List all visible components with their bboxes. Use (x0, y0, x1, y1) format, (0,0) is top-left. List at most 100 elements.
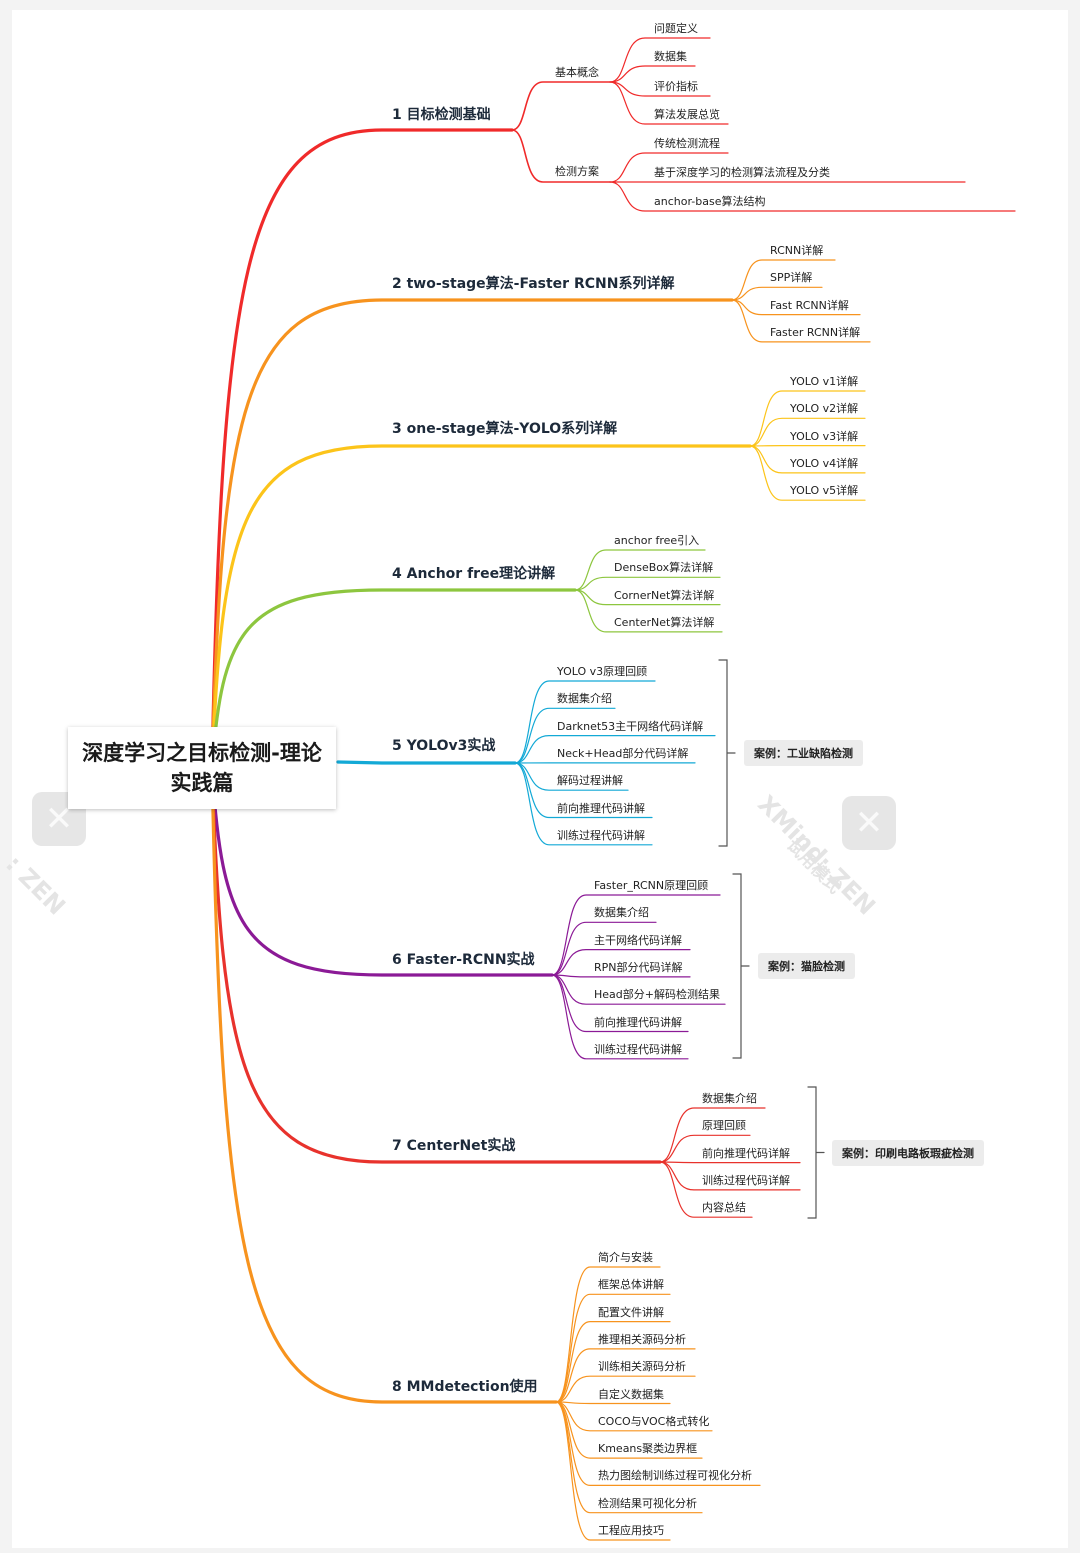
leaf-topic[interactable]: Darknet53主干网络代码详解 (557, 719, 704, 733)
leaf-connector (659, 1161, 753, 1218)
case-bracket (807, 1086, 825, 1219)
leaf-topic[interactable]: RPN部分代码详解 (594, 960, 683, 974)
leaf-topic[interactable]: YOLO v3原理回顾 (557, 665, 648, 678)
branch-topic-3[interactable]: 3 one-stage算法-YOLO系列详解 (392, 421, 618, 437)
branch-topic-4[interactable]: 4 Anchor free理论讲解 (392, 566, 556, 582)
subtopic-2[interactable]: 检测方案 (555, 165, 599, 178)
branch-topic-5[interactable]: 5 YOLOv3实战 (392, 738, 496, 754)
leaf-connector (609, 81, 729, 125)
branch-connector-3 (210, 444, 752, 770)
leaf-topic[interactable]: Neck+Head部分代码详解 (557, 746, 689, 760)
leaf-topic[interactable]: 前向推理代码讲解 (594, 1015, 682, 1029)
leaf-connector (551, 894, 721, 976)
branch-topic-7[interactable]: 7 CenterNet实战 (392, 1138, 516, 1154)
leaf-topic[interactable]: YOLO v4详解 (790, 456, 859, 470)
leaf-connector (731, 299, 871, 343)
leaf-topic[interactable]: 工程应用技巧 (598, 1524, 664, 1537)
leaf-connector (551, 974, 691, 978)
leaf-topic[interactable]: DenseBox算法详解 (614, 561, 714, 575)
leaf-connector (555, 1401, 671, 1541)
branch-topic-8[interactable]: 8 MMdetection使用 (392, 1379, 538, 1395)
leaf-topic[interactable]: 评价指标 (654, 80, 698, 93)
leaf-connector (609, 181, 1016, 212)
leaf-topic[interactable]: CornerNet算法详解 (614, 588, 715, 602)
leaf-connector (555, 1266, 661, 1403)
leaf-topic[interactable]: 推理相关源码分析 (598, 1332, 686, 1346)
leaf-topic[interactable]: 内容总结 (702, 1201, 746, 1215)
leaf-topic[interactable]: SPP详解 (770, 271, 813, 285)
leaf-topic[interactable]: CenterNet算法详解 (614, 615, 715, 629)
branch-connector-7 (210, 766, 662, 1164)
leaf-topic[interactable]: 前向推理代码讲解 (557, 801, 645, 815)
leaf-connector (514, 735, 716, 764)
leaf-connector (749, 417, 866, 447)
leaf-topic[interactable]: 数据集介绍 (557, 692, 612, 706)
leaf-topic[interactable]: 训练相关源码分析 (598, 1360, 686, 1374)
leaf-topic[interactable]: Kmeans聚类边界框 (598, 1442, 698, 1456)
leaf-topic[interactable]: Head部分+解码检测结果 (594, 988, 720, 1002)
leaf-topic[interactable]: 训练过程代码详解 (702, 1173, 790, 1187)
leaf-topic[interactable]: 训练过程代码讲解 (594, 1042, 682, 1056)
leaf-connector (514, 680, 656, 764)
leaf-connector (555, 1321, 671, 1403)
leaf-topic[interactable]: 主干网络代码详解 (594, 933, 682, 947)
leaf-connector (609, 152, 729, 183)
leaf-topic[interactable]: Faster_RCNN原理回顾 (594, 879, 709, 892)
root-title: 深度学习之目标检测-理论实践篇 (82, 741, 322, 795)
leaf-topic[interactable]: anchor free引入 (614, 534, 700, 547)
leaf-topic[interactable]: 原理回顾 (702, 1119, 746, 1133)
leaf-topic[interactable]: anchor-base算法结构 (654, 195, 766, 208)
leaf-topic[interactable]: 检测结果可视化分析 (598, 1496, 697, 1510)
leaf-connector (551, 974, 689, 1060)
branch-connector-8 (210, 766, 558, 1404)
leaf-topic[interactable]: YOLO v1详解 (790, 375, 859, 388)
leaf-connector (609, 37, 711, 83)
leaf-connector (659, 1107, 766, 1163)
leaf-topic[interactable]: 配置文件讲解 (598, 1305, 664, 1319)
leaf-topic[interactable]: 数据集介绍 (702, 1092, 757, 1105)
leaf-connector (659, 1161, 801, 1164)
leaf-topic[interactable]: 算法发展总览 (654, 108, 720, 121)
leaf-topic[interactable]: 基于深度学习的检测算法流程及分类 (654, 166, 830, 179)
branch-connector-2 (210, 298, 734, 770)
leaf-topic[interactable]: 热力图绘制训练过程可视化分析 (598, 1469, 752, 1483)
case-note-6[interactable]: 案例：猫脸检测 (758, 953, 855, 979)
case-note-7[interactable]: 案例：印刷电路板瑕疵检测 (832, 1139, 984, 1166)
leaf-connector (749, 445, 866, 501)
leaf-topic[interactable]: 数据集 (654, 50, 687, 63)
leaf-connector (555, 1348, 696, 1403)
leaf-topic[interactable]: 训练过程代码讲解 (557, 828, 645, 842)
branch-topic-6[interactable]: 6 Faster-RCNN实战 (392, 952, 535, 968)
leaf-topic[interactable]: RCNN详解 (770, 244, 824, 257)
branch-topic-2[interactable]: 2 two-stage算法-Faster RCNN系列详解 (392, 276, 675, 292)
leaf-topic[interactable]: 简介与安装 (598, 1251, 653, 1264)
leaf-connector (574, 589, 723, 633)
branch-topic-1[interactable]: 1 目标检测基础 (392, 107, 491, 123)
leaf-topic[interactable]: 解码过程讲解 (557, 774, 623, 788)
leaf-connector (555, 1401, 671, 1405)
subtopic-1[interactable]: 基本概念 (555, 66, 599, 79)
leaf-connector (731, 286, 823, 301)
leaf-connector (609, 81, 711, 97)
xmind-logo-watermark-right: ✕ (842, 796, 896, 850)
leaf-connector (659, 1134, 751, 1163)
leaf-topic[interactable]: 前向推理代码详解 (702, 1146, 790, 1160)
leaf-topic[interactable]: YOLO v2详解 (790, 402, 859, 416)
leaf-topic[interactable]: 问题定义 (654, 22, 698, 35)
leaf-topic[interactable]: Faster RCNN详解 (770, 325, 861, 339)
leaf-topic[interactable]: 框架总体讲解 (598, 1278, 664, 1292)
leaf-connector (551, 949, 691, 976)
leaf-topic[interactable]: COCO与VOC格式转化 (598, 1414, 710, 1428)
leaf-topic[interactable]: 自定义数据集 (598, 1387, 664, 1401)
root-topic[interactable]: 深度学习之目标检测-理论实践篇 (68, 727, 336, 809)
leaf-topic[interactable]: Fast RCNN详解 (770, 298, 849, 312)
leaf-topic[interactable]: YOLO v5详解 (790, 484, 859, 498)
leaf-connector (609, 65, 696, 83)
leaf-topic[interactable]: 数据集介绍 (594, 906, 649, 920)
case-note-5[interactable]: 案例：工业缺陷检测 (744, 740, 863, 766)
leaf-topic[interactable]: YOLO v3详解 (790, 429, 859, 443)
branch-connector-1 (210, 128, 514, 770)
leaf-topic[interactable]: 传统检测流程 (654, 137, 720, 150)
branch-connector-5 (336, 760, 517, 765)
leaf-connector (749, 445, 866, 474)
